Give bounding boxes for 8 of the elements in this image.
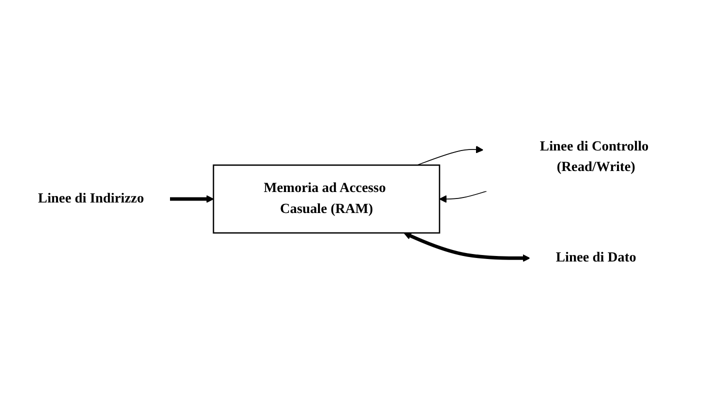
node-text: Linee di Controllo (Read/Write) [540, 139, 649, 175]
node-text: Linee di Dato [556, 250, 636, 266]
arrow [170, 195, 214, 203]
arrow [404, 232, 530, 262]
node-text: Linee di Indirizzo [38, 191, 144, 206]
arrow [439, 190, 487, 203]
node-box: Memoria ad Accesso Casuale (RAM) [212, 164, 440, 234]
arrow [416, 146, 484, 166]
